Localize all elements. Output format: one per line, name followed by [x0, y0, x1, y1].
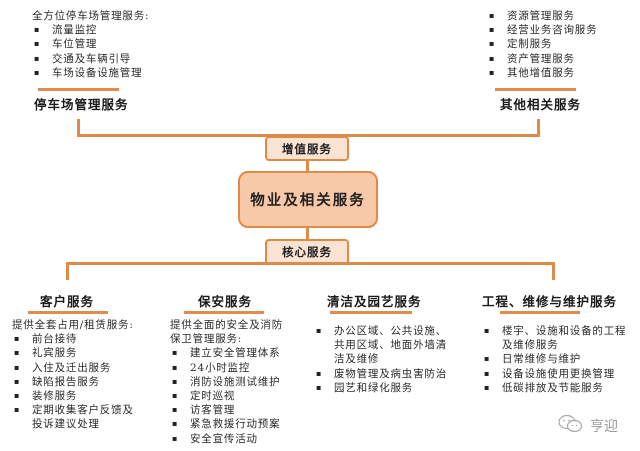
connector-center-core [306, 228, 309, 240]
connector-core-right-vertical [552, 262, 555, 280]
security-underline [184, 311, 264, 314]
wechat-icon [558, 414, 584, 438]
parking-service-details: 全方位停车场管理服务: 流量监控 车位管理 交通及车辆引导 车场设备设施管理 [32, 9, 149, 80]
list-item: 办公区域、公共设施、共用区域、地面外墙清洁及维修 [314, 324, 452, 367]
list-item: 安全宣传活动 [170, 432, 300, 446]
center-node: 物业及相关服务 [238, 171, 378, 228]
parking-underline [38, 88, 119, 91]
list-item: 建立安全管理体系 [170, 346, 300, 360]
list-item: 车场设备设施管理 [32, 66, 149, 80]
list-item: 楼宇、设施和设备的工程及维修服务 [482, 324, 630, 352]
cleaning-service-details: 办公区域、公共设施、共用区域、地面外墙清洁及维修 废物管理及病虫害防治 园艺和绿… [314, 324, 474, 395]
list-item: 装修服务 [12, 389, 162, 403]
list-item: 经营业务咨询服务 [487, 23, 597, 37]
list-item: 消防设施测试维护 [170, 375, 300, 389]
other-service-title: 其他相关服务 [500, 97, 582, 112]
customer-underline [28, 311, 108, 314]
list-item: 访客管理 [170, 403, 300, 417]
list-item: 资产管理服务 [487, 52, 597, 66]
list-item: 定制服务 [487, 37, 597, 51]
parking-intro: 全方位停车场管理服务: [32, 10, 150, 22]
list-item: 日常维修与维护 [482, 352, 640, 366]
security-service-title: 保安服务 [198, 294, 253, 309]
list-item: 定期收集客户反馈及投诉建议处理 [12, 403, 137, 431]
list-item: 设备设施使用更换管理 [482, 367, 640, 381]
watermark: 亨迎 [558, 414, 618, 438]
customer-intro: 提供全套占用/租赁服务: [12, 319, 134, 331]
list-item: 园艺和绿化服务 [314, 381, 474, 395]
connector-tag-center-top [306, 161, 309, 173]
list-item: 缺陷报告服务 [12, 375, 162, 389]
parking-service-title: 停车场管理服务 [34, 97, 129, 112]
list-item: 定时巡视 [170, 389, 300, 403]
list-item: 资源管理服务 [487, 9, 597, 23]
list-item: 其他增值服务 [487, 66, 597, 80]
engineering-service-details: 楼宇、设施和设备的工程及维修服务 日常维修与维护 设备设施使用更换管理 低碳排放… [482, 324, 640, 395]
security-service-details: 提供全面的安全及消防保卫管理服务: 建立安全管理体系 24小时监控 消防设施测试… [170, 318, 300, 446]
list-item: 前台接待 [12, 332, 162, 346]
connector-core-horizontal [66, 262, 555, 265]
list-item: 废物管理及病虫害防治 [314, 367, 474, 381]
other-underline [495, 88, 576, 91]
list-item: 交通及车辆引导 [32, 52, 149, 66]
connector-core-left-vertical [66, 262, 69, 280]
customer-service-title: 客户服务 [40, 294, 95, 309]
list-item: 入住及迁出服务 [12, 361, 162, 375]
connector-top-horizontal [77, 134, 540, 137]
security-intro: 提供全面的安全及消防保卫管理服务: [170, 319, 283, 346]
cleaning-underline [330, 311, 412, 314]
engineering-underline [500, 311, 580, 314]
list-item: 流量监控 [32, 23, 149, 37]
connector-left-vertical [77, 119, 80, 137]
customer-service-details: 提供全套占用/租赁服务: 前台接待 礼宾服务 入住及迁出服务 缺陷报告服务 装修… [12, 318, 162, 432]
watermark-text: 亨迎 [590, 419, 618, 435]
list-item: 低碳排放及节能服务 [482, 381, 640, 395]
list-item: 紧急救援行动预案 [170, 417, 300, 431]
connector-right-vertical [537, 119, 540, 137]
value-added-tag: 增值服务 [265, 136, 349, 161]
list-item: 礼宾服务 [12, 346, 162, 360]
other-service-details: 资源管理服务 经营业务咨询服务 定制服务 资产管理服务 其他增值服务 [487, 9, 597, 80]
cleaning-service-title: 清洁及园艺服务 [327, 294, 422, 309]
list-item: 车位管理 [32, 37, 149, 51]
list-item: 24小时监控 [170, 361, 300, 375]
engineering-service-title: 工程、维修与维护服务 [482, 294, 618, 309]
